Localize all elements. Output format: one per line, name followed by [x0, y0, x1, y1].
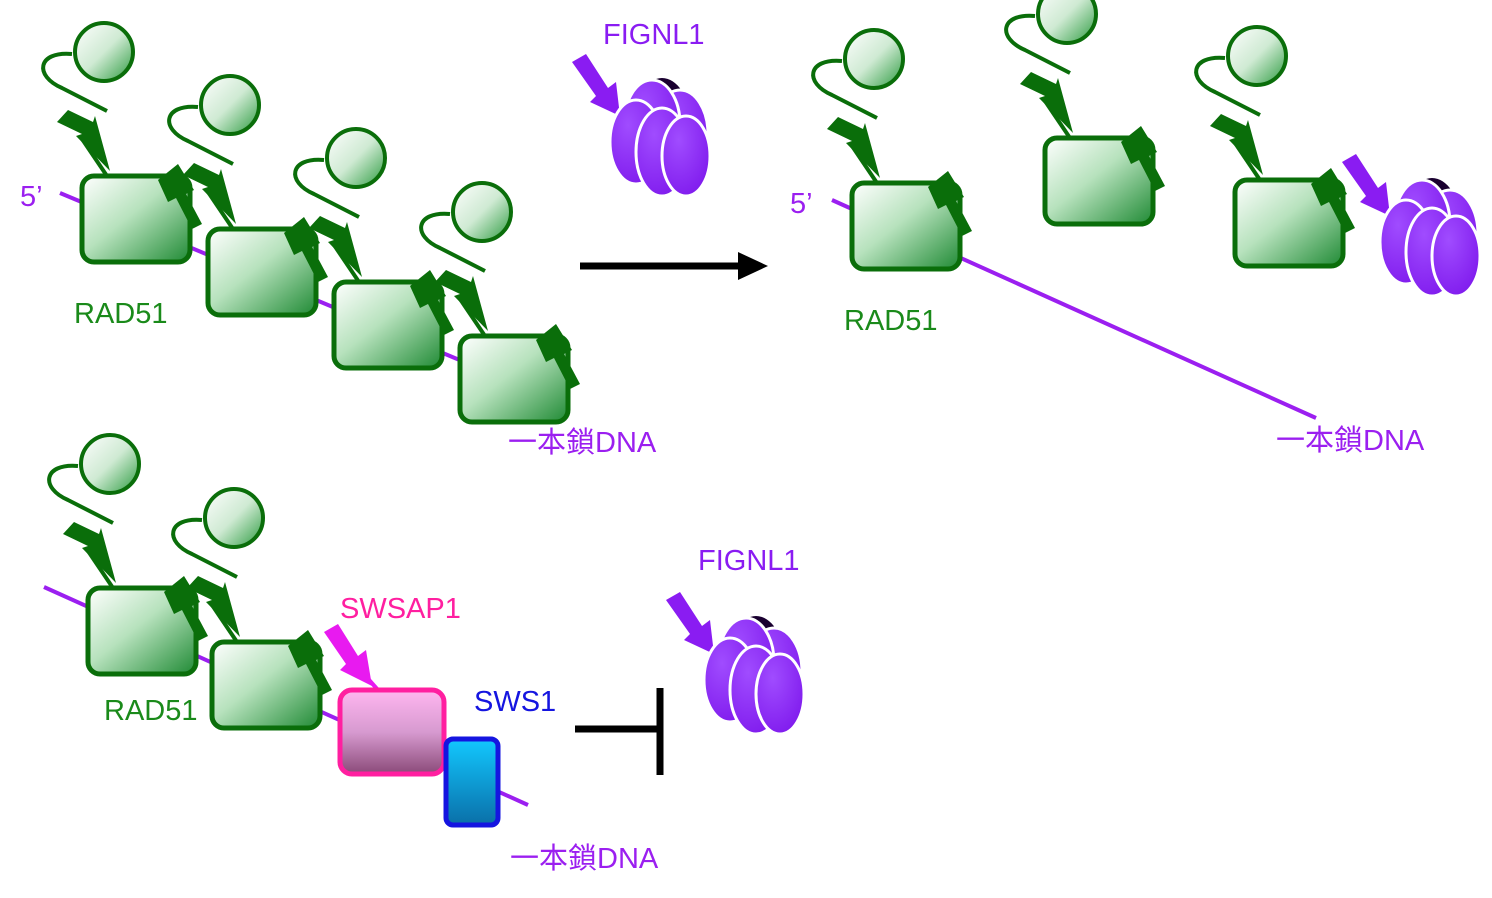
fignl1-hexamer: [570, 52, 712, 198]
five-prime-label: 5’: [790, 188, 813, 220]
fignl1-label: FIGNL1: [603, 19, 705, 51]
rad51-label: RAD51: [844, 305, 938, 337]
reaction-arrow: [580, 252, 768, 280]
inhibition-arrow: [575, 688, 664, 775]
fignl1-label: FIGNL1: [698, 545, 800, 577]
fignl1-top: FIGNL1: [570, 19, 712, 198]
panel-bottom: SWSAP1 SWS1 RAD51 一本鎖DNA: [43, 435, 659, 875]
sws1-box: [443, 736, 501, 828]
rad51-monomer: [169, 76, 328, 315]
rad51-monomer: [421, 183, 580, 422]
fignl1-hexamer-bound: [1340, 152, 1482, 298]
swsap1-label: SWSAP1: [340, 593, 461, 625]
swsap1-arrow: [324, 624, 372, 686]
rad51-label: RAD51: [104, 695, 198, 727]
panel-top-left: 5’ RAD51 一本鎖DNA: [20, 23, 657, 459]
rad51-monomer: [295, 129, 454, 368]
sws1-label: SWS1: [474, 686, 556, 718]
rad51-label: RAD51: [74, 298, 168, 330]
fignl1-hexamer: [664, 590, 806, 736]
ssdna-label: 一本鎖DNA: [1276, 424, 1425, 457]
ssdna-label: 一本鎖DNA: [510, 842, 659, 875]
rad51-monomer: [43, 23, 202, 262]
rad51-monomer-released: [1196, 27, 1355, 266]
rad51-monomer: [813, 30, 972, 269]
swsap1-box: [337, 687, 447, 777]
five-prime-label: 5’: [20, 181, 43, 213]
ssdna-label: 一本鎖DNA: [508, 426, 657, 459]
rad51-monomer-released: [1006, 0, 1165, 224]
rad51-monomer: [49, 435, 208, 674]
fignl1-bottom: FIGNL1: [664, 545, 806, 736]
panel-top-right: 5’ RAD51 一本鎖DNA: [790, 0, 1482, 457]
